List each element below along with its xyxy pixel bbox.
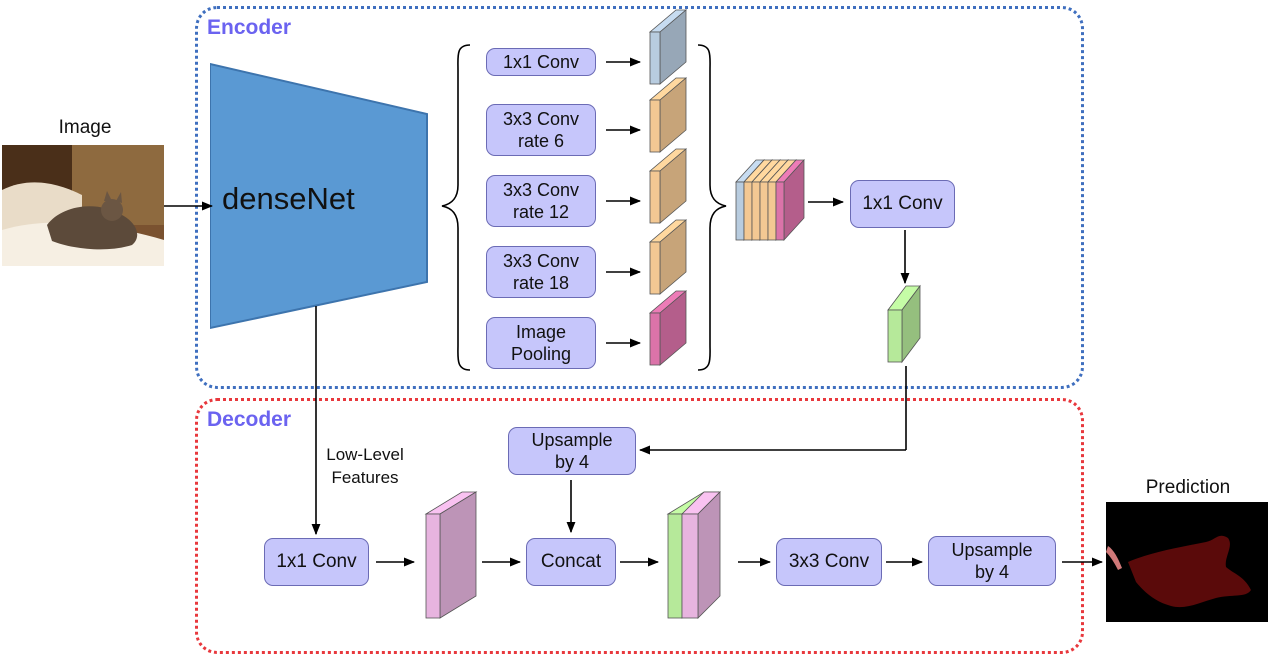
- aspp-feature-5: [648, 290, 688, 366]
- prediction-mask: [1106, 502, 1268, 622]
- aspp-feature-4: [648, 219, 688, 295]
- aspp-op-3: 3x3 Conv rate 12: [486, 175, 596, 227]
- aspp-feature-3: [648, 148, 688, 224]
- concat-feature-pink: [681, 491, 721, 619]
- aspp-feature-1: [648, 9, 688, 85]
- concat-op: Concat: [526, 538, 616, 586]
- input-image-label: Image: [58, 117, 112, 138]
- aspp-op-5: Image Pooling: [486, 317, 596, 369]
- 3x3-conv-op: 3x3 Conv: [776, 538, 882, 586]
- right-brace: [697, 44, 727, 371]
- backbone-encoder: [210, 62, 428, 330]
- backbone-label: denseNet: [222, 181, 355, 216]
- decoder-title: Decoder: [207, 408, 292, 431]
- aspp-op-4: 3x3 Conv rate 18: [486, 246, 596, 298]
- low-level-1x1-conv-op: 1x1 Conv: [264, 538, 369, 586]
- encoder-title: Encoder: [207, 16, 292, 39]
- upsample-by-4-final-op: Upsample by 4: [928, 536, 1056, 586]
- left-brace: [441, 44, 471, 371]
- aspp-op-2: 3x3 Conv rate 6: [486, 104, 596, 156]
- low-level-feature: [424, 491, 478, 619]
- encoder-region: [195, 6, 1084, 389]
- fuse-1x1-conv-op: 1x1 Conv: [850, 180, 955, 228]
- encoder-output-feature: [887, 284, 921, 364]
- aspp-feature-2: [648, 77, 688, 153]
- input-image: [2, 145, 164, 266]
- low-level-features-label: Low-Level Features: [326, 445, 404, 487]
- upsample-by-4-top-op: Upsample by 4: [508, 427, 636, 475]
- aspp-stack-layer-6: [775, 158, 805, 242]
- decoder-region: [195, 398, 1084, 654]
- aspp-op-1: 1x1 Conv: [486, 48, 596, 76]
- prediction-label: Prediction: [1145, 477, 1231, 498]
